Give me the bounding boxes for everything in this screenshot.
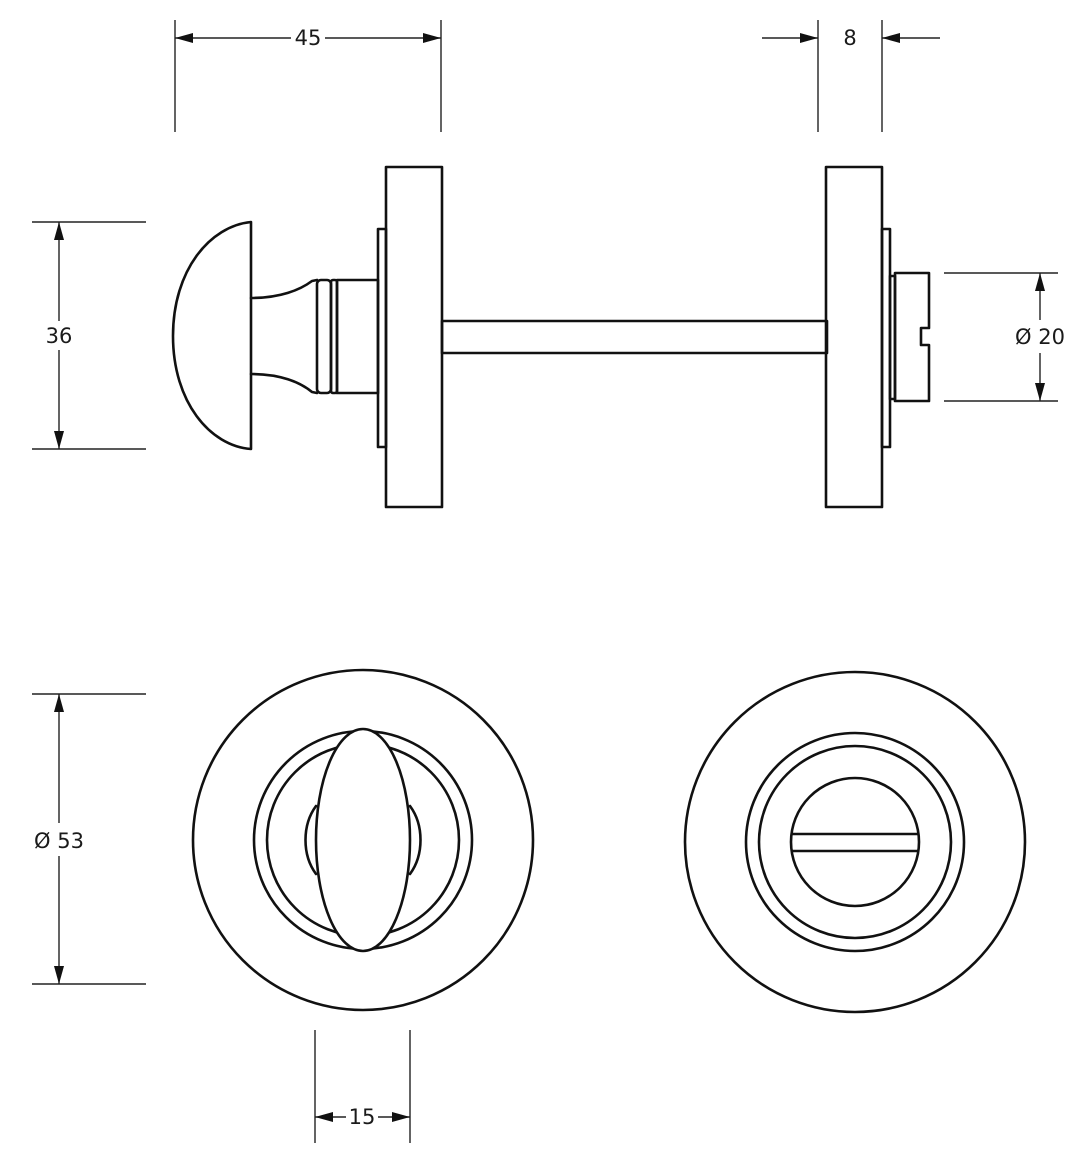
front-view-release xyxy=(683,670,1027,1014)
release-ring-1 xyxy=(744,731,966,953)
dimension-dia-53: Ø 53 xyxy=(32,693,146,985)
turn-boss-left xyxy=(304,804,318,876)
collar-body xyxy=(335,278,380,395)
dimension-label-15: 15 xyxy=(349,1105,376,1129)
dimension-8: 8 xyxy=(762,20,940,132)
dimension-label-36: 36 xyxy=(46,324,73,348)
dimension-15: 15 xyxy=(314,1030,411,1143)
collar-ring-1 xyxy=(315,278,333,395)
turn-boss-right xyxy=(408,804,422,876)
dimension-label-dia-53: Ø 53 xyxy=(34,829,84,853)
dimension-36: 36 xyxy=(32,221,146,450)
release-rose-outer xyxy=(683,670,1027,1014)
dimension-label-dia-20: Ø 20 xyxy=(1015,325,1065,349)
release-ring-2 xyxy=(757,744,953,940)
dimension-dia-20: Ø 20 xyxy=(944,272,1065,402)
left-rose xyxy=(384,165,444,509)
release-disc xyxy=(789,776,921,908)
thumbturn-knob xyxy=(171,220,253,451)
side-view xyxy=(171,165,931,509)
front-view-turn xyxy=(191,668,535,1012)
turn-rose-outer xyxy=(191,668,535,1012)
thumbturn-neck xyxy=(249,278,319,395)
thumbturn-lever xyxy=(314,727,412,953)
dimension-label-45: 45 xyxy=(295,26,322,50)
spindle xyxy=(440,319,829,355)
right-rose xyxy=(824,165,884,509)
dimension-label-8: 8 xyxy=(843,26,856,50)
release-head xyxy=(893,271,931,403)
dimension-45: 45 xyxy=(174,20,442,132)
